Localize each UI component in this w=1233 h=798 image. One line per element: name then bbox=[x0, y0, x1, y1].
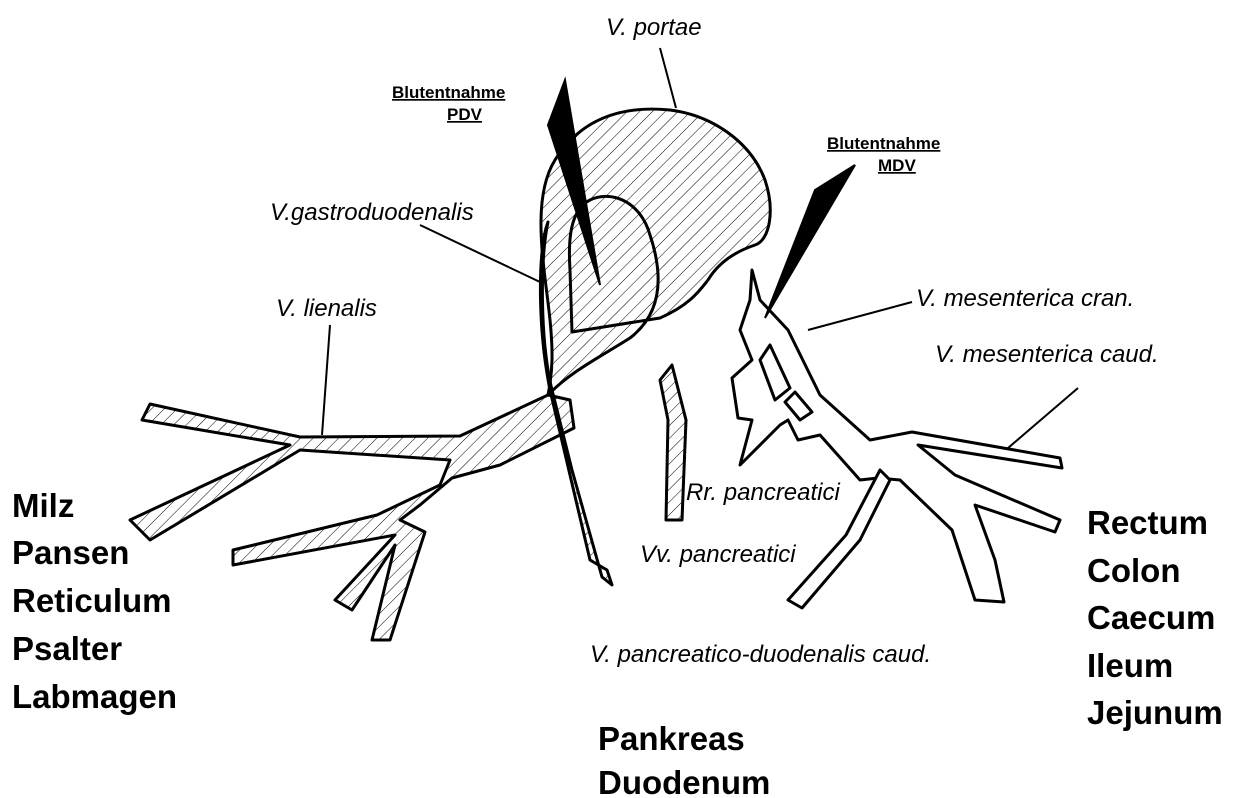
blood-sampling-mdv-marker bbox=[765, 165, 855, 318]
organ-left-3: Reticulum bbox=[12, 582, 172, 619]
organ-left-2: Pansen bbox=[12, 534, 129, 571]
organ-right-5: Jejunum bbox=[1087, 694, 1223, 731]
v-lienalis-vessel bbox=[130, 395, 574, 640]
leader-lienalis bbox=[322, 325, 330, 435]
label-pdv-title: Blutentnahme bbox=[392, 83, 505, 102]
organ-right-1: Rectum bbox=[1087, 504, 1208, 541]
label-pdv-code: PDV bbox=[447, 105, 483, 124]
organ-right-3: Caecum bbox=[1087, 599, 1215, 636]
organ-left-4: Psalter bbox=[12, 630, 122, 667]
leader-mesenterica-caud bbox=[1008, 388, 1078, 448]
label-v-mesenterica-caud: V. mesenterica caud. bbox=[935, 341, 1159, 368]
label-rr-pancreatici: Rr. pancreatici bbox=[686, 479, 841, 506]
vv-pancreatici-vessel bbox=[660, 365, 686, 520]
organ-right-2: Colon bbox=[1087, 552, 1180, 589]
organ-left-5: Labmagen bbox=[12, 678, 177, 715]
label-v-mesenterica-cran: V. mesenterica cran. bbox=[916, 285, 1134, 312]
label-mdv-title: Blutentnahme bbox=[827, 134, 940, 153]
leader-portae bbox=[660, 48, 676, 108]
organ-right-4: Ileum bbox=[1087, 647, 1173, 684]
label-mdv-code: MDV bbox=[878, 156, 916, 175]
label-vv-pancreatici: Vv. pancreatici bbox=[640, 541, 796, 568]
leader-mesenterica-cran bbox=[808, 302, 912, 330]
label-v-lienalis: V. lienalis bbox=[276, 295, 377, 322]
label-v-gastroduodenalis: V.gastroduodenalis bbox=[270, 199, 474, 226]
label-v-pancreatico-duodenalis-caud: V. pancreatico-duodenalis caud. bbox=[590, 641, 931, 668]
organ-left-1: Milz bbox=[12, 487, 74, 524]
label-v-portae: V. portae bbox=[606, 14, 702, 41]
organ-bottom-2: Duodenum bbox=[598, 764, 770, 798]
organ-bottom-1: Pankreas bbox=[598, 720, 745, 757]
leader-gastroduodenalis bbox=[420, 225, 540, 282]
